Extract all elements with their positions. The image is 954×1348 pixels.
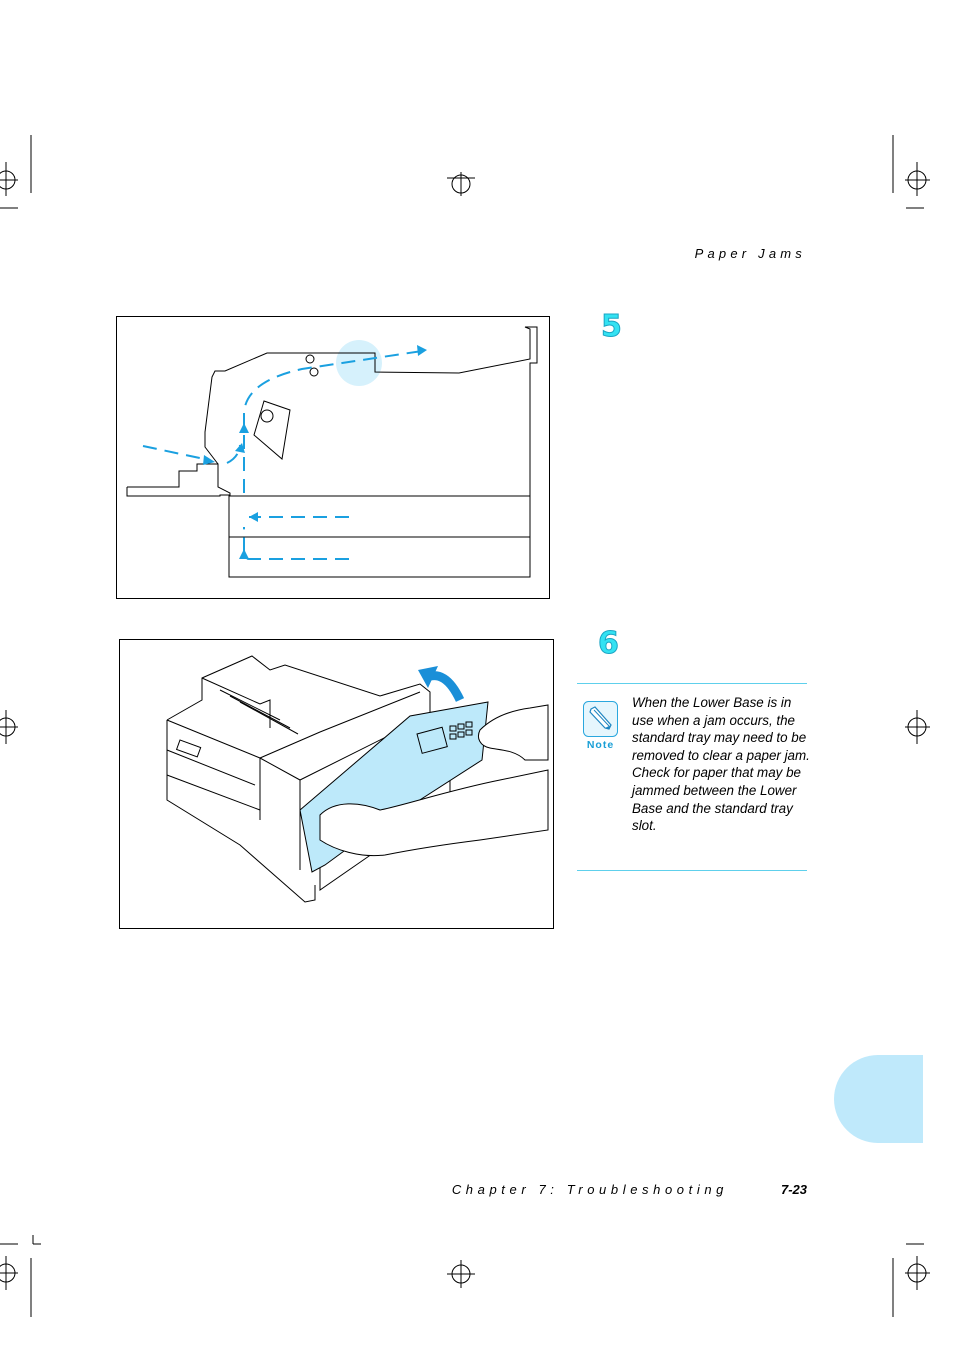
step-number: 5 (601, 309, 623, 344)
note-label: Note (586, 739, 615, 751)
footer-chapter: Chapter 7: Troubleshooting (451, 1182, 728, 1197)
registration-mark-icon (447, 1260, 475, 1288)
note-bottom-rule (577, 870, 807, 871)
crop-mark-icon (32, 1235, 41, 1245)
registration-mark-icon (905, 162, 930, 196)
registration-mark-icon (447, 172, 475, 196)
registration-mark-icon (0, 1256, 18, 1290)
registration-mark-icon (0, 162, 18, 196)
running-header: Paper Jams (694, 246, 806, 261)
paper-path-diagram (126, 326, 538, 578)
pencil-icon (583, 701, 618, 737)
note-top-rule (577, 683, 807, 684)
open-cover-figure (119, 639, 554, 929)
chapter-tab (834, 1055, 923, 1143)
printer-illustration (166, 655, 549, 903)
note-text: When the Lower Base is in use when a jam… (632, 695, 810, 834)
paper-path-figure (116, 316, 550, 599)
step-number: 6 (598, 626, 620, 661)
registration-mark-icon (905, 710, 930, 744)
page-number: 7-23 (780, 1182, 807, 1197)
registration-mark-icon (0, 710, 18, 744)
registration-mark-icon (905, 1256, 930, 1290)
